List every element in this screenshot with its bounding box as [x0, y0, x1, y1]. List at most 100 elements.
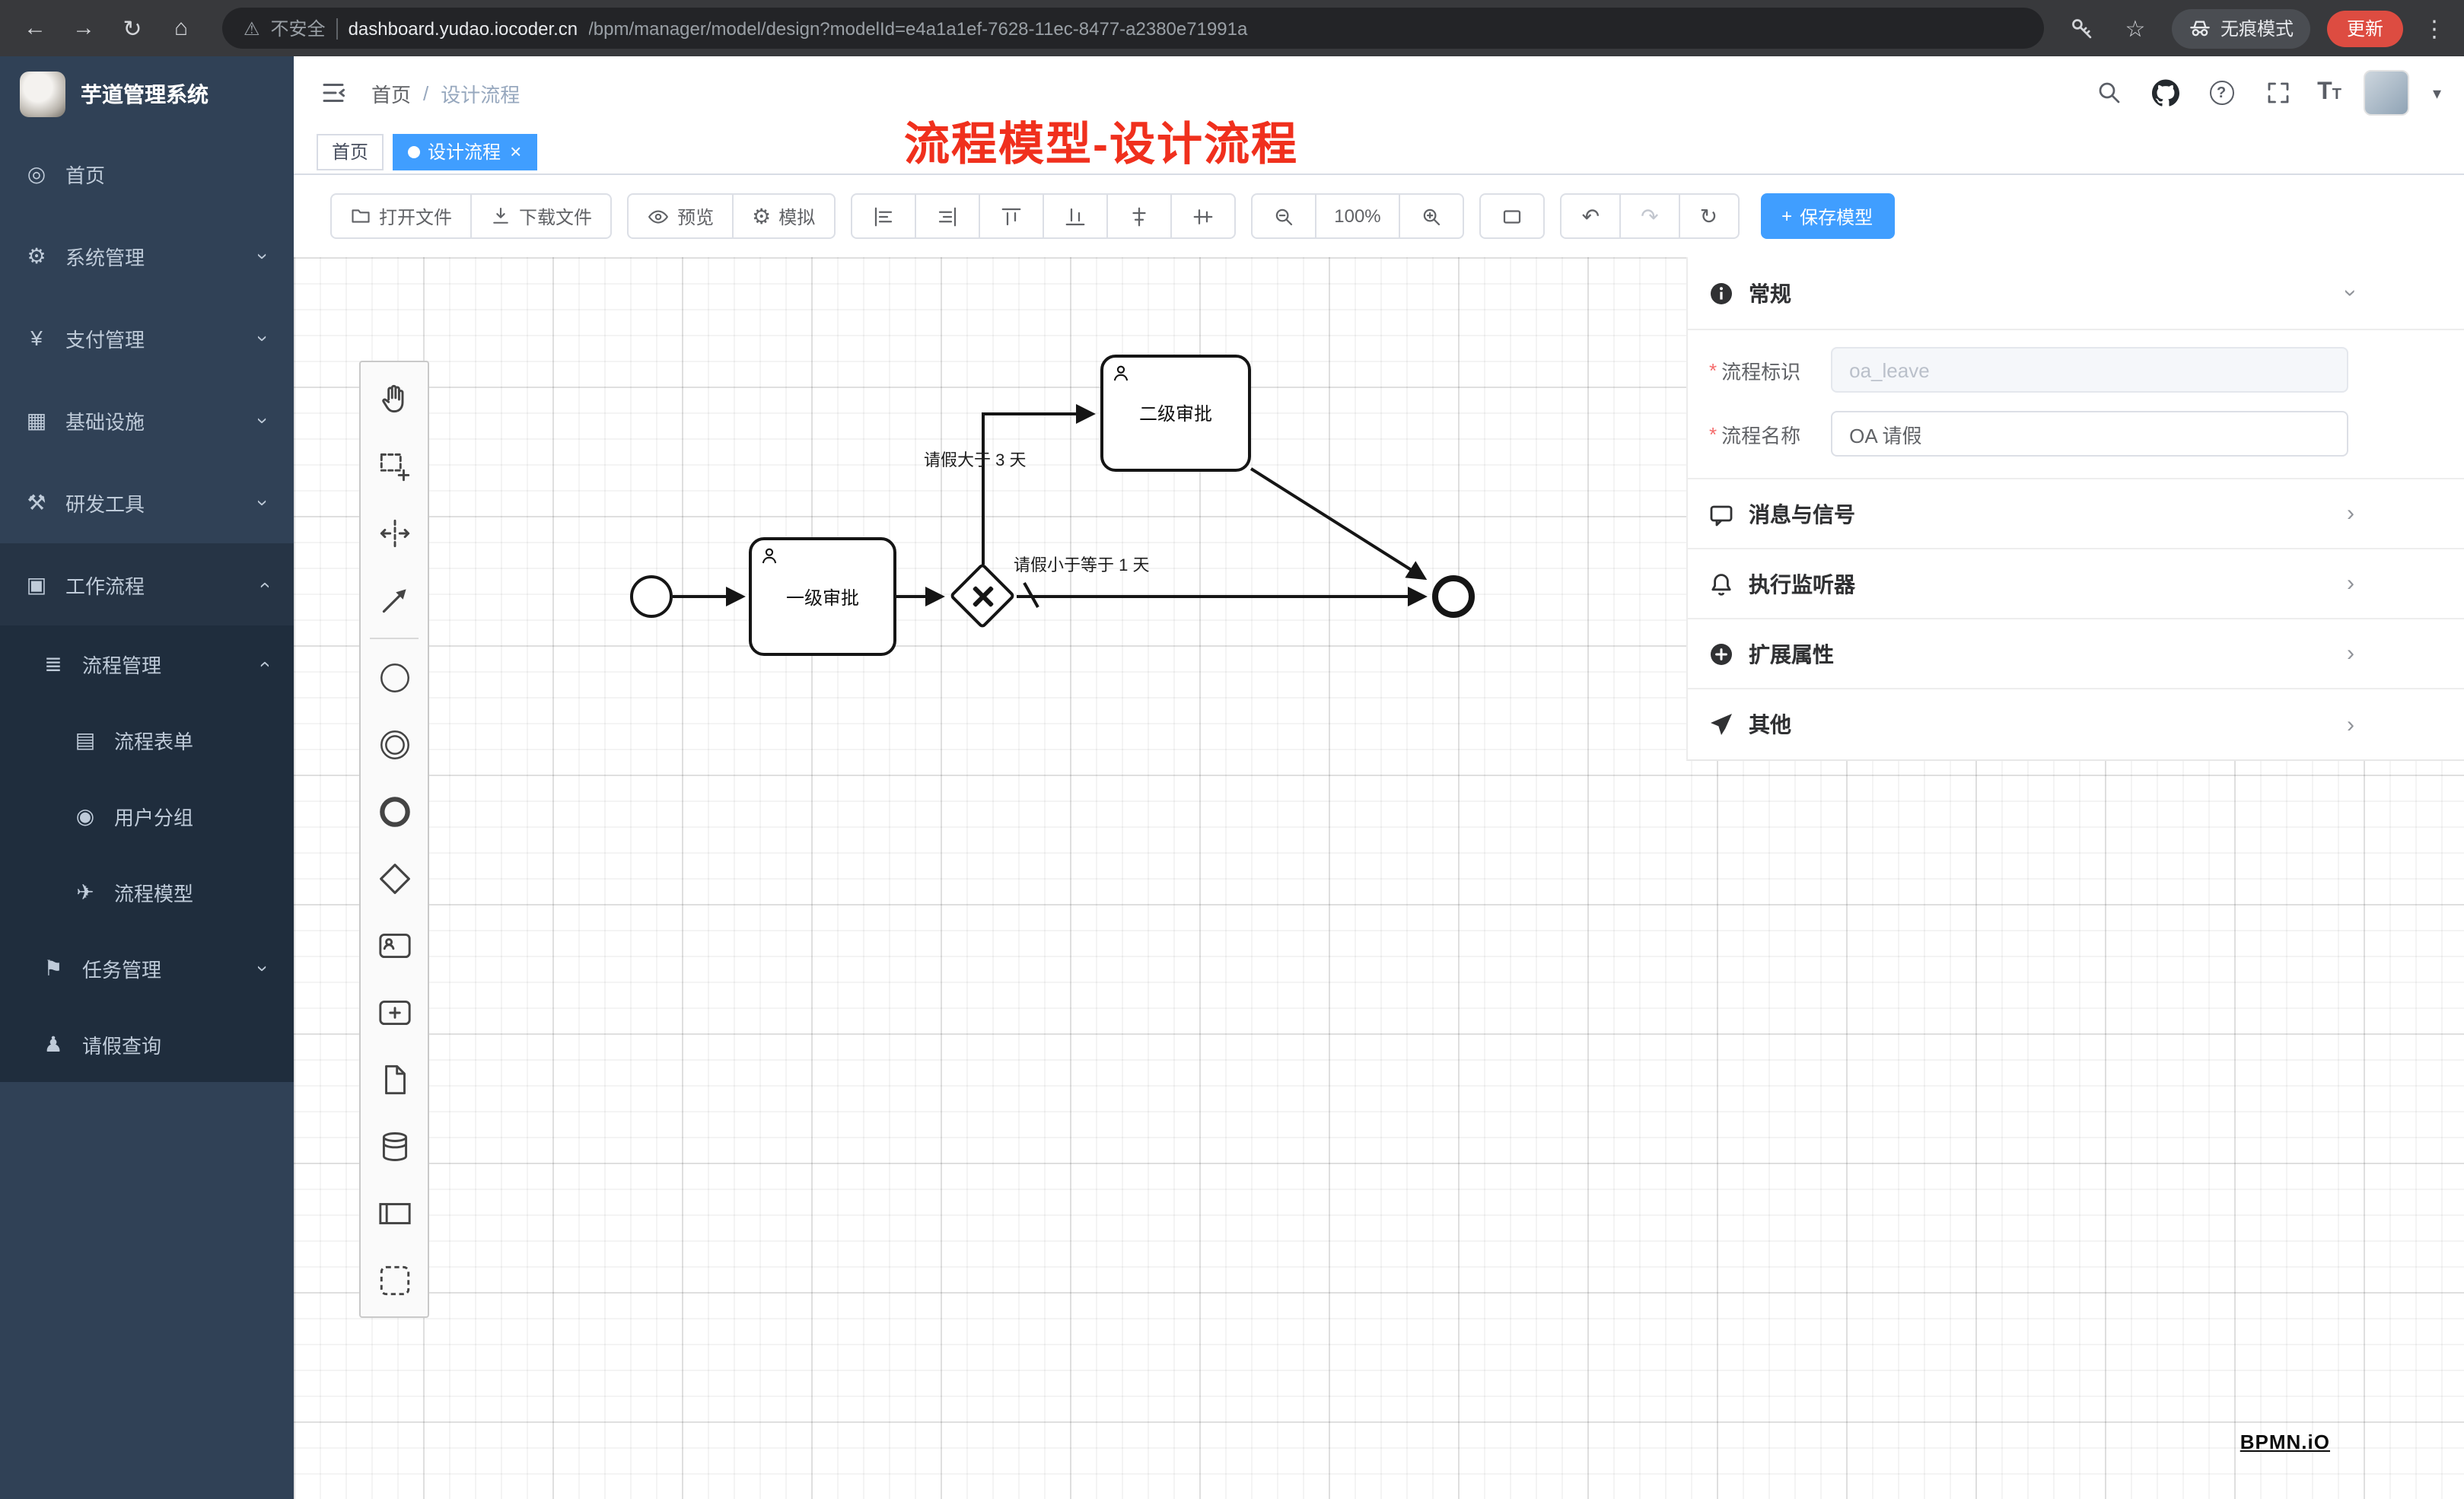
palette-global-connect-tool[interactable] [361, 566, 428, 633]
not-secure-label[interactable]: 不安全 [270, 18, 326, 40]
align-center-button[interactable] [1106, 193, 1172, 239]
panel-section-extended[interactable]: 扩展属性 › [1688, 619, 2464, 689]
process-name-input[interactable] [1831, 411, 2348, 457]
tree-icon: ≣ [44, 651, 62, 675]
browser-home-button[interactable]: ⌂ [173, 15, 189, 41]
sidebar-item-user-group[interactable]: ◉ 用户分组 [0, 778, 294, 854]
align-top-button[interactable] [978, 193, 1044, 239]
align-right-icon [938, 206, 956, 226]
palette-create-end-event[interactable] [361, 778, 428, 845]
avatar-caret-icon[interactable]: ▾ [2432, 84, 2441, 103]
redo-button[interactable]: ↷ [1619, 193, 1680, 239]
tab-home[interactable]: 首页 [317, 133, 384, 170]
zoom-in-button[interactable] [1399, 193, 1465, 239]
browser-forward-button[interactable]: → [72, 15, 95, 41]
flow-condition-label[interactable]: 请假大于 3 天 [924, 452, 1027, 470]
tab-label: 首页 [332, 142, 369, 163]
chevron-right-icon: › [2347, 571, 2354, 597]
align-right-button[interactable] [914, 193, 980, 239]
panel-section-listeners[interactable]: 执行监听器 › [1688, 549, 2464, 619]
palette-space-tool[interactable] [361, 499, 428, 566]
yen-icon: ¥ [30, 326, 43, 350]
flow-gateway-to-task2[interactable] [982, 404, 1096, 565]
zoom-button-group: 100% [1250, 193, 1465, 239]
sidebar-item-process-model[interactable]: ✈ 流程模型 [0, 854, 294, 930]
browser-back-button[interactable]: ← [24, 15, 46, 41]
sidebar-item-process-management[interactable]: ≣ 流程管理 › [0, 625, 294, 702]
palette-create-start-event[interactable] [361, 644, 428, 711]
app-logo[interactable]: 芋道管理系统 [0, 56, 294, 132]
sidebar-item-infra[interactable]: ▦ 基础设施 › [0, 379, 294, 461]
palette-create-user-task[interactable] [361, 912, 428, 979]
sequence-flows [673, 404, 1428, 608]
palette-create-data-object[interactable] [361, 1045, 428, 1112]
section-title: 消息与信号 [1749, 501, 1855, 526]
sidebar-item-home[interactable]: ◎ 首页 [0, 132, 294, 215]
search-icon[interactable] [2092, 76, 2125, 110]
sidebar-item-task-management[interactable]: ⚑ 任务管理 › [0, 930, 294, 1006]
red-annotation-text: 流程模型-设计流程 [904, 120, 1298, 170]
palette-create-subprocess[interactable] [361, 979, 428, 1045]
fullscreen-icon[interactable] [2261, 76, 2294, 110]
gear-icon: ⚙ [27, 243, 46, 267]
bpmn-end-event[interactable] [1432, 575, 1475, 618]
browser-reload-button[interactable]: ↻ [123, 16, 142, 42]
preview-button[interactable]: 预览 [627, 193, 734, 239]
bpmn-io-watermark[interactable]: BPMN.iO [2240, 1431, 2330, 1453]
align-middle-button[interactable] [1170, 193, 1236, 239]
bpmn-palette [359, 361, 429, 1318]
panel-section-other[interactable]: 其他 › [1688, 689, 2464, 759]
palette-create-pool[interactable] [361, 1179, 428, 1246]
section-title: 扩展属性 [1749, 641, 1834, 666]
sidebar-item-workflow[interactable]: ▣ 工作流程 › [0, 543, 294, 625]
github-icon[interactable] [2148, 76, 2182, 110]
palette-create-intermediate-event[interactable] [361, 711, 428, 778]
close-icon[interactable]: × [510, 140, 522, 163]
align-bottom-button[interactable] [1042, 193, 1108, 239]
panel-section-messages[interactable]: 消息与信号 › [1688, 479, 2464, 549]
bookmark-star-icon[interactable]: ☆ [2125, 16, 2146, 42]
help-icon[interactable]: ? [2205, 76, 2238, 110]
sidebar-item-devtools[interactable]: ⚒ 研发工具 › [0, 461, 294, 543]
browser-update-button[interactable]: 更新 [2326, 10, 2403, 46]
address-bar[interactable]: ⚠ 不安全 dashboard.yudao.iocoder.cn/bpm/man… [222, 8, 2044, 49]
breadcrumb-home[interactable]: 首页 [371, 83, 412, 106]
panel-section-general[interactable]: 常规 › [1688, 257, 2464, 330]
download-file-button[interactable]: 下载文件 [470, 193, 613, 239]
breadcrumb: 首页 / 设计流程 [371, 78, 520, 107]
palette-lasso-tool[interactable] [361, 432, 428, 499]
restart-button[interactable]: ↻ [1678, 193, 1740, 239]
password-key-icon[interactable] [2065, 11, 2099, 45]
open-file-button[interactable]: 打开文件 [330, 193, 473, 239]
tab-design-process[interactable]: 设计流程 × [393, 133, 537, 170]
bpmn-task-second-approval[interactable]: 二级审批 [1100, 355, 1251, 472]
sidebar-item-payment[interactable]: ¥ 支付管理 › [0, 297, 294, 379]
bpmn-canvas[interactable]: 一级审批 二级审批 请假大于 3 天 请假小于等于 1 天 BPMN.iO 常规… [294, 257, 2464, 1499]
zoom-reset-button[interactable] [1479, 193, 1546, 239]
align-left-button[interactable] [850, 193, 916, 239]
sidebar-item-process-form[interactable]: ▤ 流程表单 [0, 702, 294, 778]
bpmn-task-first-approval[interactable]: 一级审批 [749, 537, 896, 656]
menu-label: 流程模型 [114, 882, 194, 905]
sidebar-collapse-button[interactable] [317, 76, 350, 110]
palette-create-group[interactable] [361, 1246, 428, 1313]
browser-menu-icon[interactable]: ⋮ [2423, 16, 2446, 42]
user-avatar[interactable] [2364, 70, 2410, 116]
palette-create-gateway[interactable] [361, 845, 428, 912]
simulate-button[interactable]: ⚙ 模拟 [732, 193, 836, 239]
palette-hand-tool[interactable] [361, 365, 428, 432]
flow-task2-to-end[interactable] [1250, 467, 1428, 581]
menu-label: 首页 [65, 164, 106, 186]
sidebar-item-leave-query[interactable]: ♟ 请假查询 [0, 1006, 294, 1082]
zoom-out-button[interactable] [1250, 193, 1316, 239]
flow-condition-label[interactable]: 请假小于等于 1 天 [1014, 557, 1150, 575]
save-model-button[interactable]: + 保存模型 [1760, 193, 1895, 239]
sidebar-item-system[interactable]: ⚙ 系统管理 › [0, 215, 294, 297]
bpmn-start-event[interactable] [630, 575, 673, 618]
palette-create-data-store[interactable] [361, 1112, 428, 1179]
undo-button[interactable]: ↶ [1560, 193, 1622, 239]
process-name-label: 流程名称 [1721, 424, 1801, 447]
